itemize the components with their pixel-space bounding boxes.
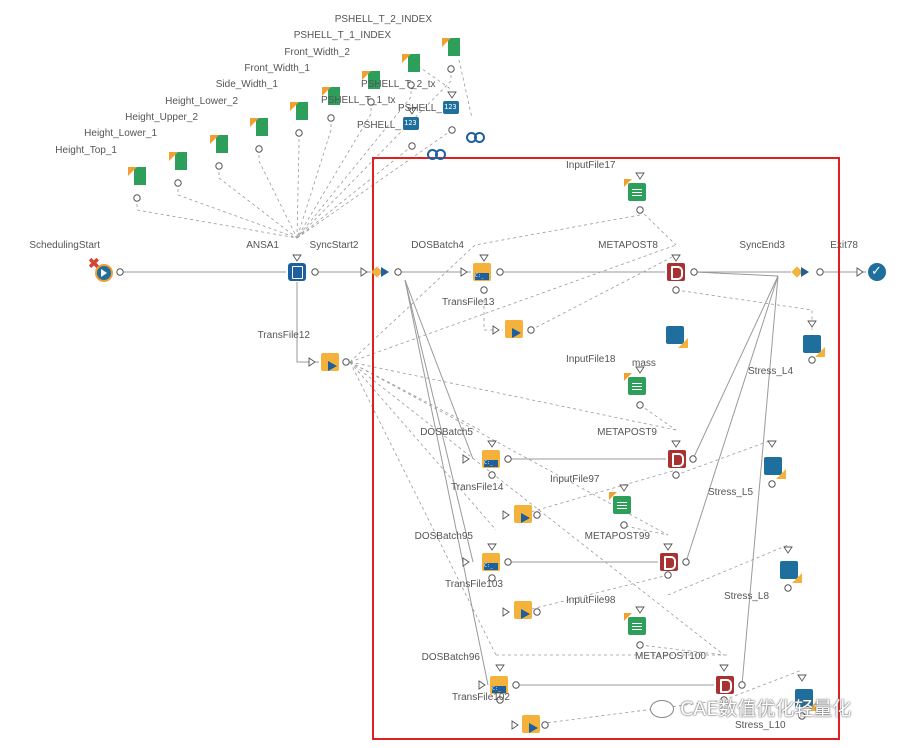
dos-batch-95-label: DOSBatch95 bbox=[414, 531, 473, 542]
mass-label: mass bbox=[632, 358, 656, 369]
binoculars-icon[interactable] bbox=[426, 143, 446, 161]
sync-end-label: SyncEnd3 bbox=[739, 240, 785, 251]
param-label: Height_Upper_2 bbox=[125, 112, 198, 123]
pshell-t-2-tx-node[interactable] bbox=[443, 101, 459, 114]
param-label: PSHELL_T_2_tx bbox=[361, 79, 436, 90]
scheduling-start-node[interactable] bbox=[95, 264, 113, 282]
connection-links bbox=[136, 59, 813, 726]
ansa-node[interactable] bbox=[288, 263, 306, 281]
param-label: Height_Lower_1 bbox=[84, 128, 157, 139]
wechat-icon bbox=[650, 700, 674, 718]
trans-file-12-label: TransFile12 bbox=[257, 330, 310, 341]
pshell-t-1-tx-node[interactable] bbox=[403, 117, 419, 130]
error-x-icon: ✖ bbox=[88, 255, 100, 271]
selection-highlight-box bbox=[372, 157, 840, 740]
dos-batch-96-label: DOSBatch96 bbox=[421, 652, 480, 663]
param-node-front-width-2[interactable] bbox=[362, 71, 380, 89]
param-node-height-top-1[interactable] bbox=[128, 167, 146, 185]
trans-file-14-label: TransFile14 bbox=[451, 482, 504, 493]
input-file-18-node[interactable] bbox=[624, 373, 646, 395]
stress-l4-label: Stress_L4 bbox=[748, 366, 794, 377]
dos-batch-4-node[interactable] bbox=[473, 263, 491, 281]
metapost-8-label: METAPOST8 bbox=[598, 240, 658, 251]
result-node-stress-l8[interactable] bbox=[780, 561, 802, 583]
dos-batch-5-node[interactable] bbox=[482, 450, 500, 468]
binoculars-icon-2[interactable] bbox=[465, 126, 485, 144]
input-file-18-label: InputFile18 bbox=[566, 354, 616, 365]
stress-l5-label: Stress_L5 bbox=[708, 487, 754, 498]
sync-start-label: SyncStart2 bbox=[309, 240, 359, 251]
watermark-text: CAE数值优化轻量化 bbox=[680, 698, 852, 720]
flow-links bbox=[120, 271, 866, 686]
result-node-stress-l4[interactable] bbox=[803, 335, 825, 357]
param-label: PSHELL_ bbox=[398, 103, 442, 114]
param-label: Height_Lower_2 bbox=[165, 96, 238, 107]
metapost-99-node[interactable] bbox=[660, 553, 678, 571]
param-label: Height_Top_1 bbox=[55, 145, 117, 156]
exit-label: Exit78 bbox=[830, 240, 858, 251]
sync-end-node[interactable] bbox=[793, 264, 811, 282]
param-label: PSHELL_T_2_INDEX bbox=[334, 14, 432, 25]
param-node-pshell-t-2-index[interactable] bbox=[442, 38, 460, 56]
scheduling-start-label: SchedulingStart bbox=[29, 240, 100, 251]
dos-batch-5-label: DOSBatch5 bbox=[420, 427, 473, 438]
param-node-front-width-1[interactable] bbox=[322, 87, 340, 105]
result-node-mass[interactable] bbox=[666, 326, 688, 348]
metapost-99-label: METAPOST99 bbox=[584, 531, 650, 542]
param-label: Front_Width_1 bbox=[244, 63, 310, 74]
sync-start-node[interactable] bbox=[373, 264, 391, 282]
metapost-8-node[interactable] bbox=[667, 263, 685, 281]
trans-file-13-label: TransFile13 bbox=[442, 297, 495, 308]
param-label: PSHELL_ bbox=[357, 120, 401, 131]
input-file-98-label: InputFile98 bbox=[566, 595, 616, 606]
trans-file-103-label: TransFile103 bbox=[445, 579, 503, 590]
stress-l8-label: Stress_L8 bbox=[724, 591, 770, 602]
metapost-9-node[interactable] bbox=[668, 450, 686, 468]
param-node-side-width-1[interactable] bbox=[290, 102, 308, 120]
dos-batch-4-label: DOSBatch4 bbox=[411, 240, 464, 251]
trans-file-102-label: TransFile102 bbox=[452, 692, 510, 703]
stress-l10-label: Stress_L10 bbox=[735, 720, 786, 731]
input-file-17-label: InputFile17 bbox=[566, 160, 616, 171]
param-label: Front_Width_2 bbox=[284, 47, 350, 58]
trans-file-14-node[interactable] bbox=[514, 505, 532, 523]
result-node-stress-l10[interactable] bbox=[795, 689, 817, 711]
param-label: PSHELL_T_1_tx bbox=[321, 95, 396, 106]
input-file-97-label: InputFile97 bbox=[550, 474, 600, 485]
param-node-height-lower-2[interactable] bbox=[250, 118, 268, 136]
param-node-height-lower-1[interactable] bbox=[169, 152, 187, 170]
input-file-98-node[interactable] bbox=[624, 613, 646, 635]
input-file-97-node[interactable] bbox=[609, 492, 631, 514]
trans-file-102-node[interactable] bbox=[522, 715, 540, 733]
param-node-pshell-t-1-index[interactable] bbox=[402, 54, 420, 72]
dos-batch-95-node[interactable] bbox=[482, 553, 500, 571]
trans-file-103-node[interactable] bbox=[514, 601, 532, 619]
metapost-100-label: METAPOST100 bbox=[635, 651, 706, 662]
result-node-stress-l5[interactable] bbox=[764, 457, 786, 479]
param-label: PSHELL_T_1_INDEX bbox=[293, 30, 391, 41]
dos-batch-96-node[interactable] bbox=[490, 676, 508, 694]
param-node-height-upper-2[interactable] bbox=[210, 135, 228, 153]
input-file-17-node[interactable] bbox=[624, 179, 646, 201]
ansa-label: ANSA1 bbox=[246, 240, 279, 251]
node-ports bbox=[116, 65, 864, 730]
exit-node[interactable] bbox=[868, 263, 886, 281]
metapost-100-node[interactable] bbox=[716, 676, 734, 694]
trans-file-13-node[interactable] bbox=[505, 320, 523, 338]
param-label: Side_Width_1 bbox=[215, 79, 278, 90]
metapost-9-label: METAPOST9 bbox=[597, 427, 657, 438]
trans-file-12-node[interactable] bbox=[321, 353, 339, 371]
